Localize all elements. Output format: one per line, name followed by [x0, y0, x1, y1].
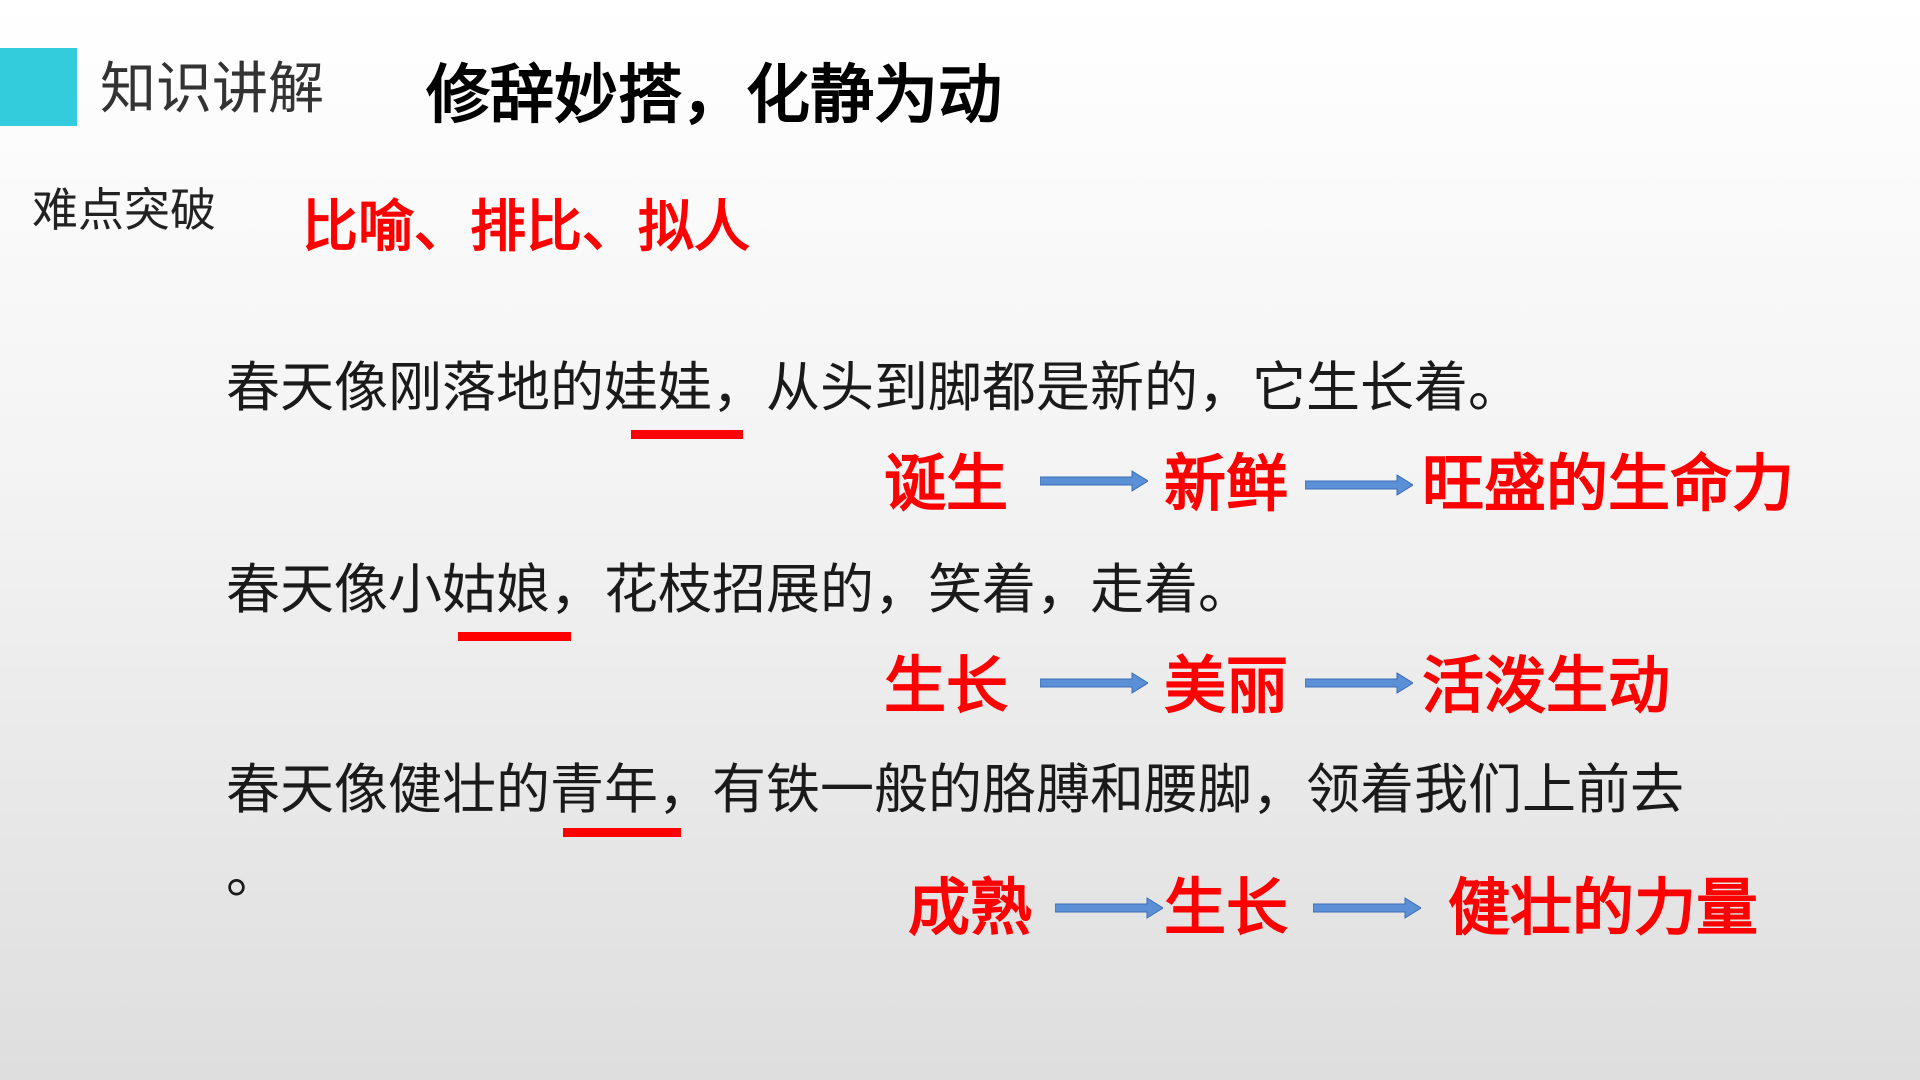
accent-block — [0, 48, 77, 126]
chain-1-word-3: 旺盛的生命力 — [1422, 447, 1795, 520]
chain-1-word-2: 新鲜 — [1164, 447, 1289, 520]
sentence-3-continuation: 。 — [226, 842, 280, 905]
chain-2-word-1: 生长 — [884, 649, 1009, 722]
difficulty-label: 难点突破 — [32, 183, 216, 237]
chain-1-word-1: 诞生 — [884, 447, 1009, 520]
sentence-2: 春天像小姑娘，花枝招展的，笑着，走着。 — [226, 558, 1252, 621]
chain-2-word-2: 美丽 — [1164, 649, 1289, 722]
section-label: 知识讲解 — [100, 57, 324, 122]
underline-2 — [458, 632, 571, 641]
chain-3-word-2: 生长 — [1164, 871, 1289, 944]
sentence-3: 春天像健壮的青年，有铁一般的胳膊和腰脚，领着我们上前去 — [226, 758, 1684, 821]
right-arrow-icon — [1040, 672, 1148, 694]
page-title: 修辞妙搭，化静为动 — [426, 59, 1002, 133]
rhetoric-techniques: 比喻、排比、拟人 — [302, 195, 750, 260]
right-arrow-icon — [1055, 897, 1163, 919]
chain-2-word-3: 活泼生动 — [1422, 649, 1671, 722]
underline-3 — [563, 828, 681, 837]
underline-1 — [631, 430, 743, 439]
right-arrow-icon — [1040, 470, 1148, 492]
right-arrow-icon — [1305, 672, 1413, 694]
right-arrow-icon — [1313, 897, 1421, 919]
chain-3-word-3: 健壮的力量 — [1448, 871, 1759, 944]
sentence-1: 春天像刚落地的娃娃，从头到脚都是新的，它生长着。 — [226, 356, 1522, 419]
chain-3-word-1: 成熟 — [908, 871, 1033, 944]
right-arrow-icon — [1305, 474, 1413, 496]
